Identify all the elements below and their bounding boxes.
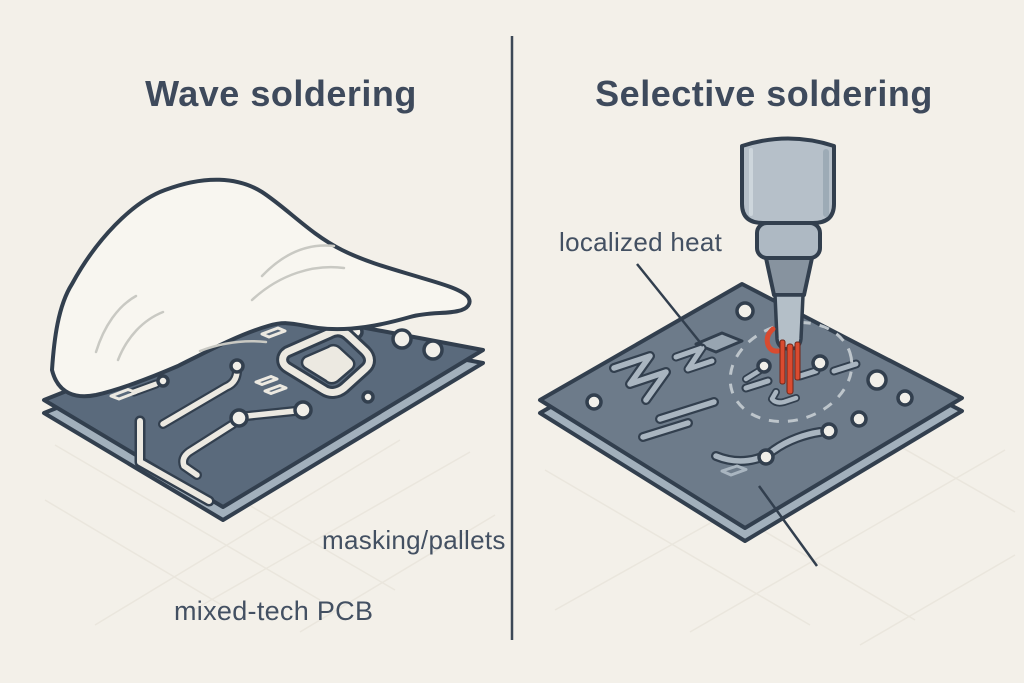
nozzle-cone xyxy=(764,256,814,297)
solder-bar xyxy=(779,339,786,385)
solder-bar xyxy=(794,341,801,381)
right-pcb-pads xyxy=(585,301,914,466)
solder-drip xyxy=(764,326,781,354)
right-panel-title: Selective soldering xyxy=(595,73,933,114)
right-pcb-square-pad xyxy=(694,331,744,354)
selective-soldering-panel: Selective soldering localized heat xyxy=(538,73,964,567)
mixed-tech-pcb-label: mixed-tech PCB xyxy=(174,596,373,626)
solder-bar xyxy=(786,343,794,395)
nozzle-tip xyxy=(773,293,805,351)
right-pcb-small-square xyxy=(720,464,748,477)
masking-pallets-label: masking/pallets xyxy=(322,525,506,555)
wave-soldering-panel: Wave soldering masking/pallets mixed-tec… xyxy=(42,73,506,626)
right-pcb-top-face xyxy=(538,282,964,530)
localized-heat-label: localized heat xyxy=(559,227,723,257)
dashed-heat-zone xyxy=(728,320,854,424)
left-panel-title: Wave soldering xyxy=(145,73,417,114)
left-pcb-chip xyxy=(276,324,376,399)
wave-accent-streaks xyxy=(94,244,346,362)
nozzle-body xyxy=(740,136,836,225)
soldering-nozzle xyxy=(740,136,836,351)
nozzle-collar xyxy=(755,221,822,260)
leader-line-bottom xyxy=(757,485,819,567)
solder-stream xyxy=(764,326,801,395)
leader-line-localized-heat xyxy=(636,263,704,347)
right-pcb-traces xyxy=(609,343,861,466)
left-pcb-traces xyxy=(129,367,300,507)
solder-wave-blob xyxy=(50,177,472,399)
